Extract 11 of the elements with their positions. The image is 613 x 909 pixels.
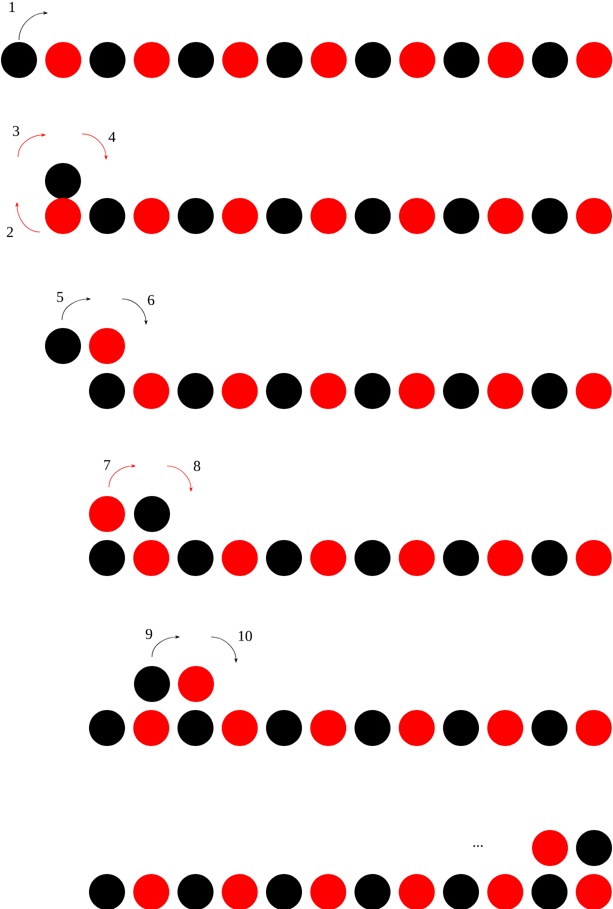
step-number: 1 (10, 2, 15, 12)
step-number: 10 (238, 630, 252, 642)
step-number: 8 (194, 460, 200, 472)
step-number: 9 (146, 628, 152, 640)
step-number: 2 (6, 227, 13, 237)
step-number: 3 (12, 126, 20, 136)
ellipsis-text: ... (473, 845, 483, 847)
step-number: 5 (57, 292, 64, 302)
step-number: 6 (148, 294, 154, 306)
step-number: 4 (108, 132, 116, 142)
step-number: 7 (104, 460, 110, 470)
